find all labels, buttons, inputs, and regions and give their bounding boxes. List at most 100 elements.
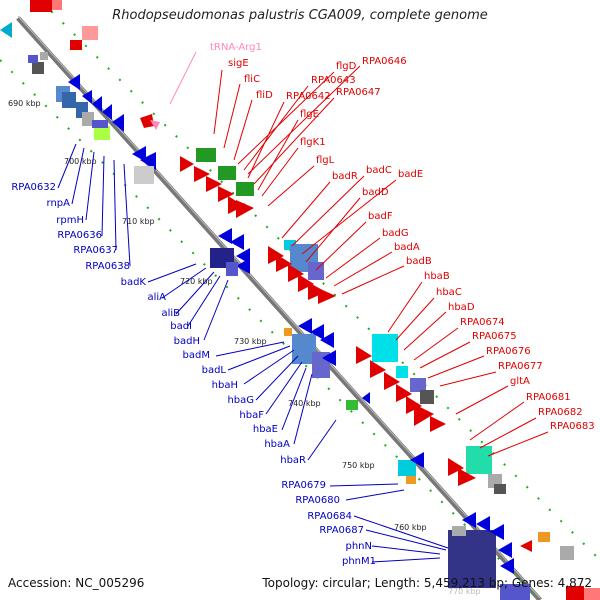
trna-gene-label: tRNA-Arg1 (210, 42, 262, 53)
feature-arrow (194, 166, 210, 182)
forward-gene-label: fliC (244, 74, 260, 85)
map-title: Rhodopseudomonas palustris CGA009, compl… (112, 8, 488, 23)
feature-arrow (236, 200, 254, 218)
feature-block (584, 588, 600, 600)
forward-cluster-bad (268, 240, 336, 304)
feature-arrow (310, 324, 324, 340)
bottom-right-features (566, 586, 600, 600)
reverse-label-leader (85, 151, 95, 221)
forward-gene-label: RPA0674 (460, 317, 505, 328)
label-leaders (57, 51, 549, 563)
forward-label-leader (257, 119, 299, 191)
reverse-label-leader (187, 275, 221, 327)
trna-feature (140, 114, 160, 130)
forward-label-leader (333, 251, 393, 287)
forward-gene-label: badE (398, 169, 423, 180)
forward-gene-label: hbaB (424, 271, 450, 282)
reverse-gene-label: badL (202, 365, 227, 376)
reverse-gene-label: RPA0636 (57, 230, 102, 241)
forward-gene-label: RPA0675 (472, 331, 517, 342)
reverse-label-leader (161, 267, 207, 299)
tick-label: 760 kbp (394, 523, 427, 532)
reverse-label-leader (371, 557, 441, 563)
feature-arrow (414, 404, 434, 426)
forward-gene-label: gltA (510, 376, 530, 387)
forward-label-leader (305, 197, 361, 263)
feature-arrow (0, 22, 12, 38)
reverse-label-leader (243, 349, 295, 385)
trna-label-leader (169, 51, 197, 105)
reverse-gene-label: hbaF (239, 410, 264, 421)
genome-info-text: Topology: circular; Length: 5,459,213 bp… (262, 576, 592, 590)
feature-block (346, 400, 358, 410)
feature-arrow (500, 558, 514, 574)
feature-block (62, 92, 76, 108)
feature-arrow (318, 288, 336, 304)
reverse-label-leader (227, 345, 291, 371)
feature-block (406, 476, 416, 484)
reverse-gene-label: RPA0679 (281, 480, 326, 491)
forward-gene-label: RPA0683 (550, 421, 595, 432)
reverse-gene-label: rpmH (56, 215, 84, 226)
forward-label-leader (341, 265, 405, 295)
feature-block (218, 166, 236, 180)
feature-block (94, 126, 110, 140)
forward-gene-label: badA (394, 242, 420, 253)
feature-arrow (102, 104, 112, 120)
feature-block (410, 378, 426, 392)
forward-gene-label: badB (406, 256, 432, 267)
forward-label-leader (315, 221, 367, 271)
reverse-label-leader (255, 355, 299, 401)
forward-gene-label: RPA0681 (526, 392, 571, 403)
forward-cluster-fli (180, 148, 254, 218)
forward-label-leader (243, 85, 309, 171)
feature-block (226, 262, 238, 276)
forward-label-leader (213, 69, 223, 135)
accession-text: Accession: NC_005296 (8, 576, 145, 590)
forward-label-leader (247, 101, 285, 179)
feature-block (284, 328, 292, 336)
tick-label: 690 kbp (8, 99, 41, 108)
reverse-gene-label: badH (174, 336, 200, 347)
feature-block (82, 26, 98, 40)
feature-arrow (236, 258, 250, 274)
feature-arrow (462, 512, 476, 528)
feature-arrow (276, 254, 292, 272)
feature-arrow (370, 360, 386, 378)
reverse-gene-label: RPA0687 (319, 525, 364, 536)
reverse-gene-label: badK (121, 277, 147, 288)
reverse-gene-label: phnM1 (342, 556, 376, 567)
feature-arrow (218, 228, 232, 244)
feature-arrow (298, 318, 312, 334)
feature-block (538, 532, 550, 542)
feature-block (40, 52, 48, 60)
forward-gene-label: RPA0642 (286, 91, 331, 102)
genome-backbone (16, 16, 542, 600)
feature-block (52, 0, 62, 10)
reverse-gene-label: hbaR (280, 455, 306, 466)
feature-block (500, 584, 530, 600)
forward-gene-label: sigE (228, 58, 249, 69)
forward-gene-label: RPA0647 (336, 87, 381, 98)
forward-label-leader (403, 311, 447, 351)
forward-label-leader (237, 71, 335, 165)
reverse-cluster-bad (210, 228, 250, 276)
feature-block (448, 530, 496, 588)
feature-block (396, 366, 408, 378)
forward-label-leader (247, 65, 361, 175)
forward-label-leader (261, 147, 299, 197)
reverse-label-leader (307, 419, 337, 461)
feature-block (452, 526, 466, 536)
reverse-gene-label: hbaA (264, 439, 290, 450)
feature-block (398, 460, 416, 476)
feature-arrow (396, 384, 412, 402)
reverse-label-leader (71, 147, 85, 205)
feature-arrow (322, 350, 336, 366)
feature-block (32, 62, 44, 74)
feature-arrow (458, 468, 476, 486)
reverse-label-leader (203, 279, 229, 341)
reverse-label-leader (123, 163, 131, 267)
forward-gene-label: badC (366, 165, 392, 176)
tick-label: 730 kbp (234, 337, 267, 346)
